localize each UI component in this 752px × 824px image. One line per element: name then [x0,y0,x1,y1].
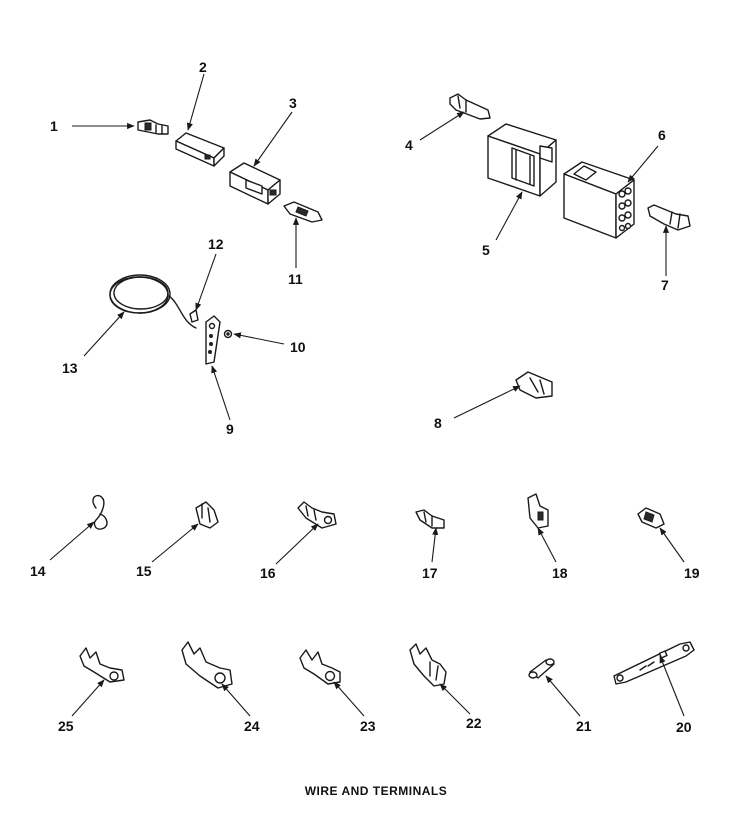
part-12-screw [189,309,199,323]
part-6-connector-block [563,161,635,239]
part-3-connector-plug [229,162,281,205]
callout-2: 2 [199,59,207,75]
callout-22: 22 [466,715,482,731]
part-4-terminal [449,93,491,120]
callout-25: 25 [58,718,74,734]
callout-15: 15 [136,563,152,579]
callout-20: 20 [676,719,692,735]
callout-5: 5 [482,242,490,258]
part-22-terminal [409,643,447,687]
callout-3: 3 [289,95,297,111]
callout-11: 11 [288,271,303,287]
part-15-terminal [195,501,219,529]
callout-24: 24 [244,718,260,734]
callout-16: 16 [260,565,276,581]
part-17-terminal [415,509,445,529]
part-23-ring-terminal [299,649,341,685]
part-5-connector-block [487,123,557,197]
part-25-ring-terminal [79,647,125,683]
part-11-terminal [283,201,323,223]
callout-10: 10 [290,339,306,355]
part-7-terminal [647,204,691,231]
callout-18: 18 [552,565,568,581]
callout-8: 8 [434,415,442,431]
part-13-wire-coil [109,274,197,329]
part-24-ring-terminal [181,641,233,689]
part-9-terminal-strip [205,315,221,365]
callout-21: 21 [576,718,592,734]
callout-19: 19 [684,565,700,581]
part-8-clip [515,371,553,399]
part-20-terminal-link [613,641,695,685]
part-14-wire-clip [92,494,108,530]
part-1-terminal [137,119,169,135]
part-18-terminal [527,493,549,529]
callout-7: 7 [661,277,669,293]
callout-17: 17 [422,565,438,581]
callout-9: 9 [226,421,234,437]
callout-1: 1 [50,118,58,134]
part-19-terminal [637,507,665,529]
callout-6: 6 [658,127,666,143]
part-10-nut [223,329,233,339]
callout-13: 13 [62,360,78,376]
callout-14: 14 [30,563,46,579]
leader-lines [49,73,685,717]
callout-4: 4 [405,137,413,153]
diagram-caption: WIRE AND TERMINALS [304,784,448,798]
callout-23: 23 [360,718,376,734]
callout-12: 12 [208,236,224,252]
part-21-butt-splice [528,658,555,679]
part-2-connector-housing [175,132,225,167]
part-16-terminal [297,501,337,529]
